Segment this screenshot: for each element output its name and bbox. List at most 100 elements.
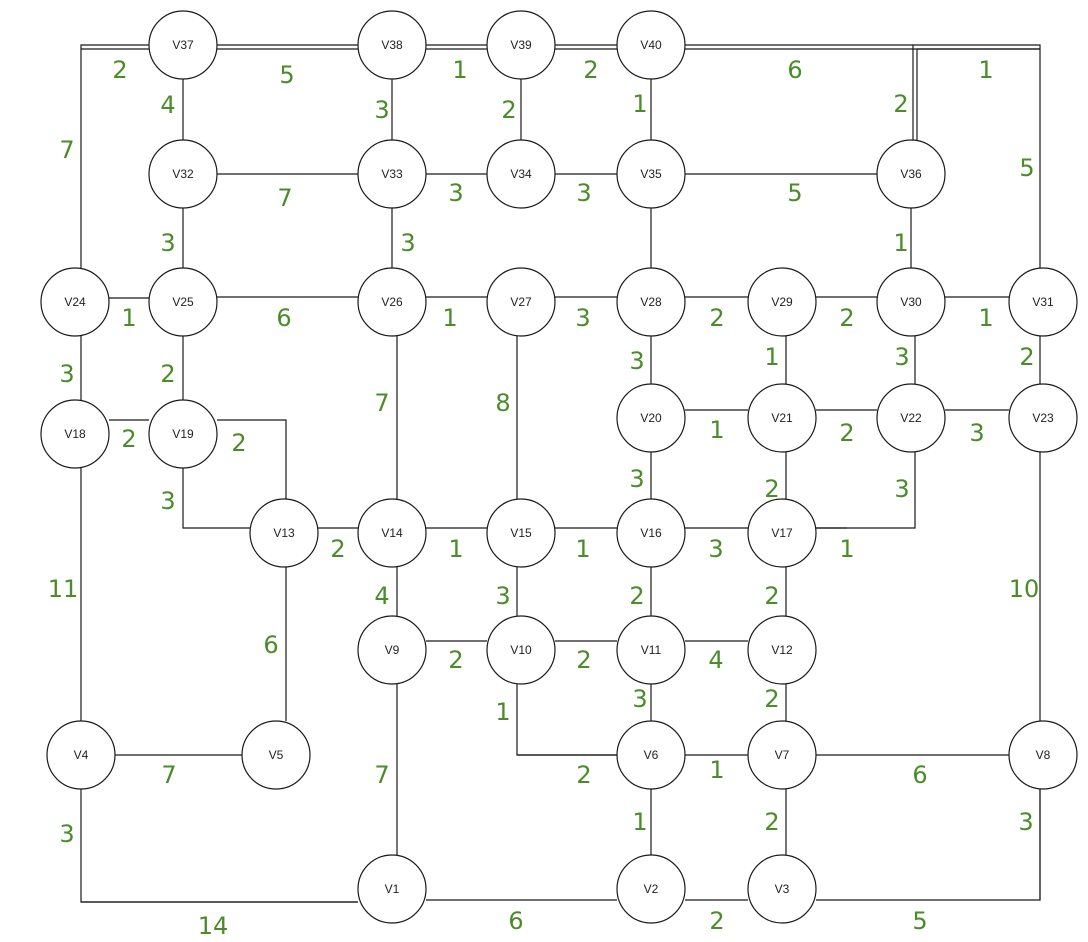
node-label: V14 [381, 526, 403, 540]
node-label: V22 [900, 411, 922, 425]
node-label: V6 [644, 748, 659, 762]
node-circle [486, 267, 556, 337]
edge-weight-label: 7 [59, 136, 74, 164]
node-v35: V35 [616, 139, 686, 209]
node-circle [616, 854, 686, 924]
edge-weight-label: 3 [629, 347, 644, 375]
edge-weight-label: 3 [160, 487, 175, 515]
edge-weight-label: 1 [632, 808, 647, 836]
node-v18: V18 [40, 399, 110, 469]
node-label: V37 [172, 38, 194, 52]
edge-weight-label: 2 [231, 429, 246, 457]
edge-v19-v13 [217, 419, 287, 499]
node-label: V40 [640, 38, 662, 52]
edge-weight-label: 3 [59, 360, 74, 388]
edge-weight-label: 2 [576, 646, 591, 674]
edge-weight-label: 2 [121, 425, 136, 453]
edge-weight-label: 2 [764, 685, 779, 713]
edge-weight-label: 3 [59, 820, 74, 848]
edge-weight-label: 14 [198, 912, 229, 940]
edge-v40-v31 [913, 44, 1041, 268]
node-v34: V34 [486, 139, 556, 209]
node-label: V38 [381, 38, 403, 52]
node-label: V13 [273, 526, 295, 540]
node-circle [486, 10, 556, 80]
node-v38: V38 [357, 10, 427, 80]
node-label: V35 [640, 167, 662, 181]
edge-weight-label: 2 [576, 761, 591, 789]
edge-weight-label: 6 [508, 907, 523, 935]
edge-weight-label: 2 [709, 907, 724, 935]
node-v14: V14 [357, 498, 427, 568]
node-label: V30 [900, 295, 922, 309]
node-label: V18 [64, 427, 86, 441]
node-circle [357, 139, 427, 209]
node-circle [747, 720, 817, 790]
edge-weight-label: 1 [448, 535, 463, 563]
edges-layer [80, 44, 1041, 903]
edge-weight-label: 3 [1018, 808, 1033, 836]
node-label: V17 [771, 526, 793, 540]
edge-v37-v24 [80, 44, 150, 268]
node-circle [40, 267, 110, 337]
node-circle [357, 615, 427, 685]
node-circle [486, 498, 556, 568]
node-v31: V31 [1008, 267, 1078, 337]
node-circle [357, 854, 427, 924]
node-v24: V24 [40, 267, 110, 337]
node-v26: V26 [357, 267, 427, 337]
node-v12: V12 [747, 615, 817, 685]
node-circle [876, 139, 946, 209]
node-circle [616, 383, 686, 453]
edge-weight-label: 8 [495, 389, 510, 417]
node-v29: V29 [747, 267, 817, 337]
edge-weight-label: 1 [709, 756, 724, 784]
edge-weight-label: 2 [839, 304, 854, 332]
node-circle [616, 10, 686, 80]
edge-weight-label: 1 [978, 304, 993, 332]
edge-weight-label: 5 [279, 61, 294, 89]
edge-weight-label: 6 [912, 761, 927, 789]
edge-weight-label: 1 [709, 416, 724, 444]
node-label: V25 [172, 295, 194, 309]
node-label: V24 [64, 295, 86, 309]
node-label: V3 [775, 882, 790, 896]
node-circle [357, 10, 427, 80]
node-circle [616, 498, 686, 568]
node-label: V12 [771, 643, 793, 657]
node-label: V9 [385, 643, 400, 657]
node-circle [616, 720, 686, 790]
node-label: V36 [900, 167, 922, 181]
edge-weight-label: 5 [1019, 154, 1034, 182]
node-circle [876, 383, 946, 453]
node-label: V34 [510, 167, 532, 181]
node-circle [241, 720, 311, 790]
node-v37: V37 [148, 10, 218, 80]
node-label: V15 [510, 526, 532, 540]
node-label: V20 [640, 411, 662, 425]
node-circle [486, 139, 556, 209]
node-label: V26 [381, 295, 403, 309]
edge-weight-label: 3 [969, 419, 984, 447]
node-v40: V40 [616, 10, 686, 80]
node-circle [249, 498, 319, 568]
edge-weight-label: 2 [501, 96, 516, 124]
edge-weight-label: 3 [160, 229, 175, 257]
edge-v4-v1 [80, 789, 358, 903]
node-circle [148, 10, 218, 80]
node-v7: V7 [747, 720, 817, 790]
edge-weight-label: 7 [374, 389, 389, 417]
edge-weight-label: 2 [893, 90, 908, 118]
edge-weight-label: 3 [576, 179, 591, 207]
edge-weight-label: 1 [452, 56, 467, 84]
node-v10: V10 [486, 615, 556, 685]
edge-weight-label: 6 [263, 631, 278, 659]
node-label: V32 [172, 167, 194, 181]
edge-weight-label: 1 [632, 90, 647, 118]
edge-weight-label: 2 [764, 582, 779, 610]
node-label: V8 [1036, 748, 1051, 762]
node-v30: V30 [876, 267, 946, 337]
node-label: V10 [510, 643, 532, 657]
